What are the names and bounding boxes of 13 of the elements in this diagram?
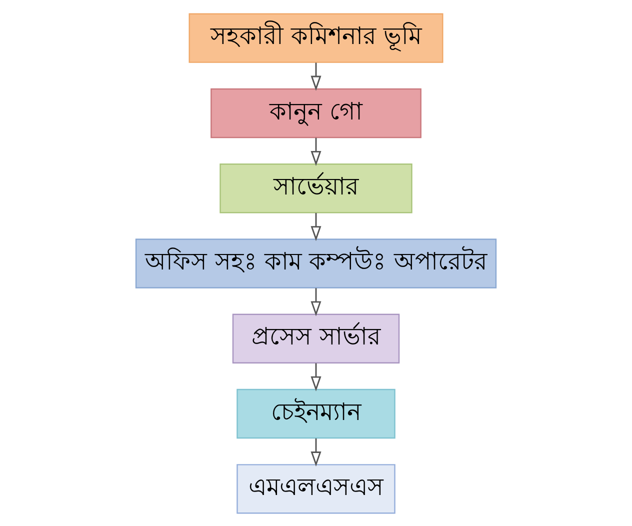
arrow — [310, 362, 322, 391]
node-box: সার্ভেয়ার — [220, 163, 412, 213]
arrow — [310, 62, 322, 90]
node-box: চেইনম্যান — [236, 388, 396, 438]
arrow — [310, 438, 322, 466]
arrow — [310, 137, 322, 166]
node-box: কানুন গো — [210, 88, 422, 138]
node-box: প্রসেস সার্ভার — [232, 313, 400, 363]
arrow — [310, 212, 322, 241]
node-box: সহকারী কমিশনার ভূমি — [188, 12, 444, 62]
arrow — [310, 288, 322, 316]
node-box: অফিস সহঃ কাম কম্পউঃ অপারেটর — [135, 238, 497, 288]
node-box: এমএলএসএস — [236, 464, 396, 514]
